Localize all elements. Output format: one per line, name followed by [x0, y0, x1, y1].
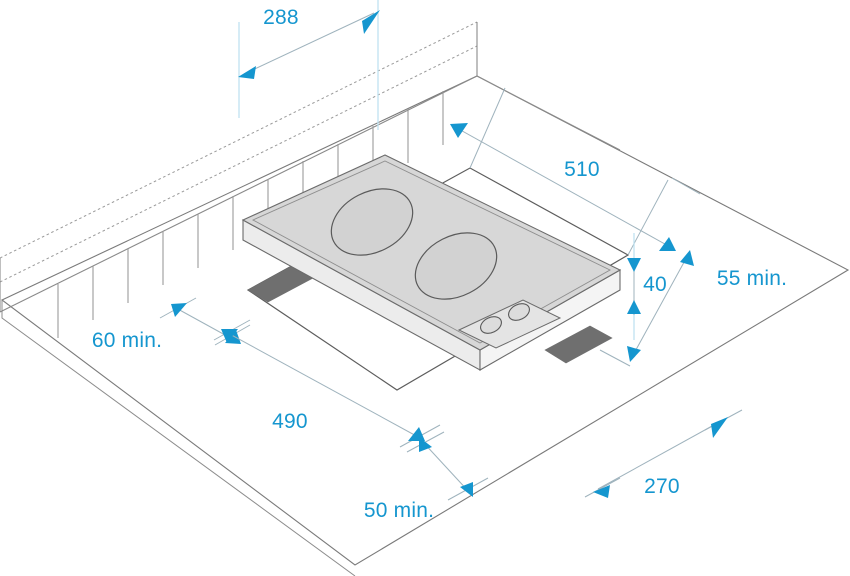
arrow-510-left — [450, 123, 468, 138]
dimline-50 — [421, 440, 471, 494]
countertop-front-edge — [1, 300, 356, 576]
dimension-label-288: 288 — [263, 6, 299, 29]
dimension-label-510: 510 — [564, 158, 600, 181]
ext-55-a — [671, 177, 701, 195]
wall-grout-horizontal-1 — [0, 45, 478, 283]
wall-base-return — [476, 75, 621, 151]
arrow-60-left — [171, 303, 187, 317]
dimension-label-270: 270 — [644, 475, 680, 498]
dimension-label-50-min: 50 min. — [364, 499, 434, 522]
dimline-55 — [631, 254, 689, 358]
ext-510-a — [469, 87, 506, 169]
arrow-60-right — [225, 330, 241, 344]
arrow-50-a — [419, 437, 432, 452]
dimline-270 — [597, 419, 724, 490]
ext-270-a — [584, 477, 621, 498]
ext-55-b — [599, 349, 631, 367]
arrow-288-right — [362, 10, 380, 34]
arrow-510-right — [659, 237, 676, 251]
arrow-40-bottom — [627, 300, 641, 314]
dimension-lines — [171, 10, 728, 498]
arrow-55-top — [680, 250, 694, 266]
cooking-zone-rear — [330, 188, 414, 256]
control-panel — [457, 299, 562, 349]
dimension-label-55-min: 55 min. — [717, 267, 787, 290]
arrow-55-bottom — [627, 346, 641, 362]
dimension-label-60-min: 60 min. — [92, 329, 162, 352]
dimension-labels: 288 510 40 55 min. 60 min. 490 50 min. 2… — [92, 6, 787, 522]
arrow-270-right — [711, 417, 728, 438]
arrow-270-left — [593, 485, 610, 498]
arrow-50-b — [460, 482, 473, 497]
cooking-zone-front — [414, 232, 498, 300]
cooktop — [241, 154, 622, 371]
dimension-label-490: 490 — [272, 410, 308, 433]
control-knob-left[interactable] — [478, 313, 504, 336]
arrow-490-b — [408, 427, 425, 441]
cooktop-top-rim — [251, 160, 611, 344]
dimline-490 — [225, 331, 421, 439]
dimline-288 — [243, 12, 375, 75]
arrow-490-a — [221, 329, 238, 343]
dimline-510 — [454, 126, 673, 249]
dimension-label-40: 40 — [643, 273, 667, 296]
arrow-288-left — [238, 66, 256, 79]
wall-top-edge — [0, 21, 478, 259]
arrow-40-top — [627, 258, 641, 272]
wall-bottom-edge — [0, 75, 478, 313]
ext-510-b — [627, 179, 669, 256]
tiled-backsplash-wall — [0, 21, 621, 338]
control-knob-right[interactable] — [506, 300, 532, 323]
cutout-edge-right — [544, 325, 613, 364]
